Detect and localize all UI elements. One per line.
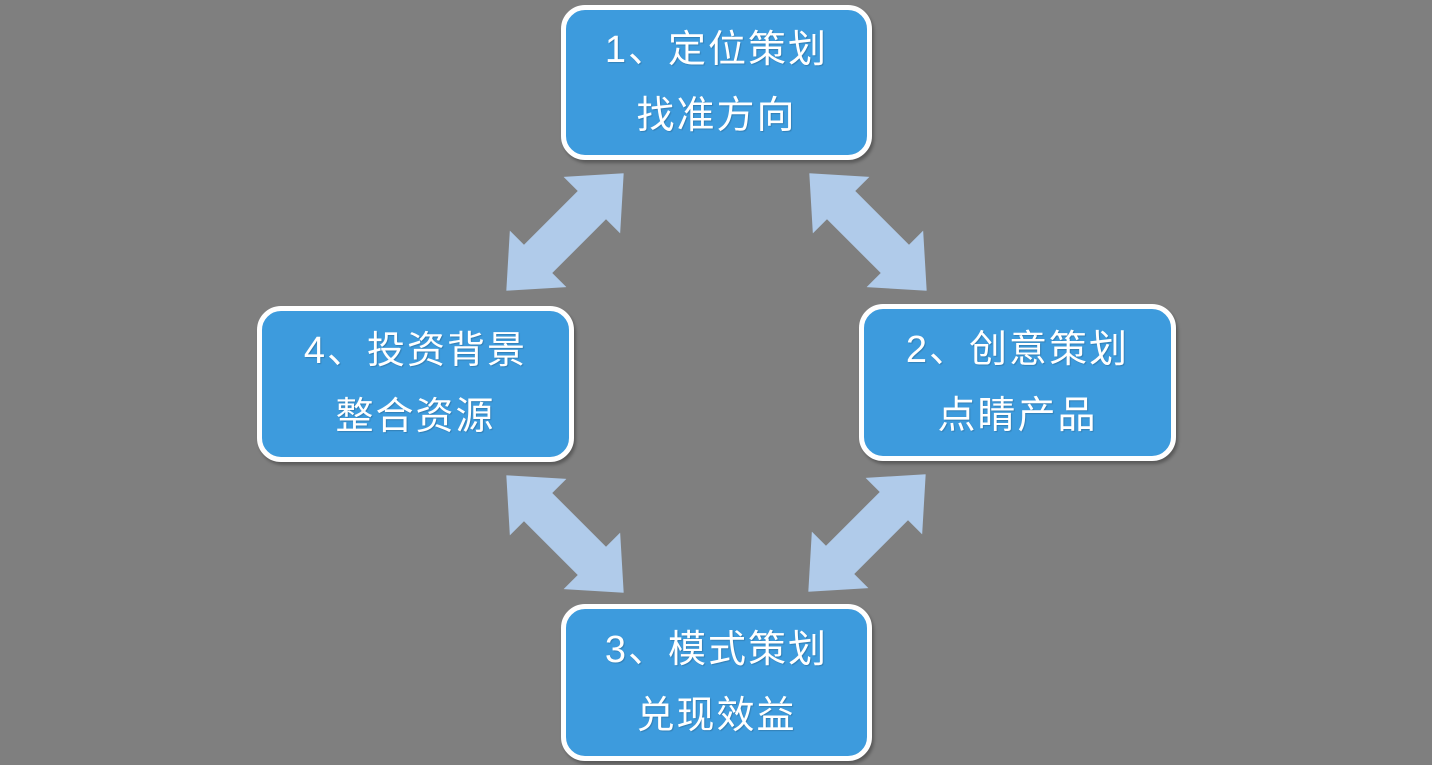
node-1-positioning: 1、定位策划 找准方向	[561, 5, 872, 160]
double-arrow-icon-top-right	[809, 173, 927, 291]
node-3-subtitle: 兑现效益	[636, 694, 797, 737]
node-4-subtitle: 整合资源	[335, 396, 496, 438]
node-2-creative: 2、创意策划 点睛产品	[859, 304, 1176, 461]
node-3-title: 3、模式策划	[604, 628, 829, 671]
double-arrow-icon-bottom-left	[506, 475, 624, 593]
double-arrow-icon-top-left	[506, 173, 624, 291]
node-3-model: 3、模式策划 兑现效益	[561, 604, 872, 761]
node-4-investment: 4、投资背景 整合资源	[257, 306, 574, 462]
node-1-subtitle: 找准方向	[636, 94, 797, 137]
double-arrow-icon-bottom-right	[808, 474, 926, 592]
node-1-title: 1、定位策划	[604, 28, 829, 71]
node-4-title: 4、投资背景	[303, 330, 528, 372]
node-2-title: 2、创意策划	[905, 328, 1130, 371]
node-2-subtitle: 点睛产品	[937, 394, 1098, 437]
